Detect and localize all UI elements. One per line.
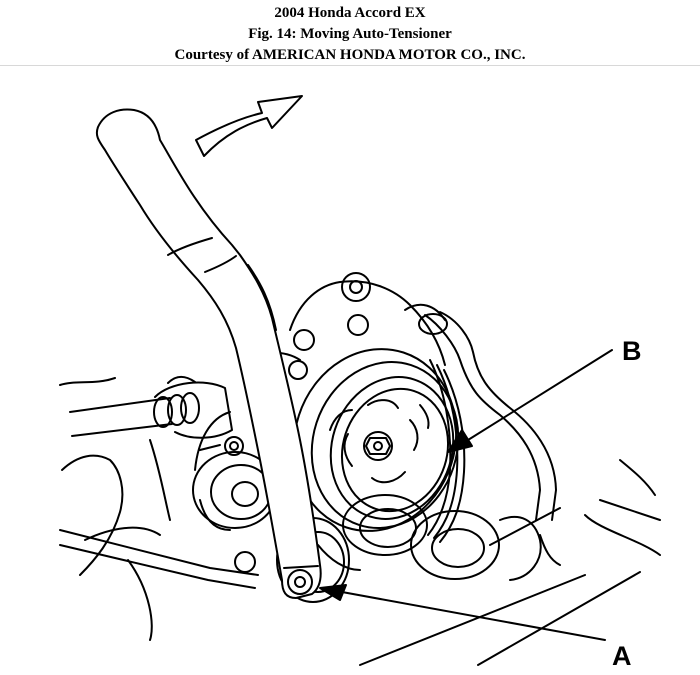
header-divider <box>0 65 700 66</box>
callout-label-b: B <box>622 336 642 366</box>
drive-belt <box>317 359 466 571</box>
rotation-arrow-icon <box>195 95 303 157</box>
figure-caption: Fig. 14: Moving Auto-Tensioner <box>248 26 452 42</box>
callout-label-a: A <box>612 641 632 671</box>
callout-leader-b <box>447 349 613 453</box>
main-pulley <box>292 348 460 532</box>
caption-header: 2004 Honda Accord EX Fig. 14: Moving Aut… <box>0 0 700 66</box>
pump-body <box>239 272 446 380</box>
auto-tensioner-illustration: A B <box>59 95 661 671</box>
engine-background <box>59 377 661 666</box>
lower-pulleys <box>342 494 542 581</box>
coolant-hose <box>69 375 233 439</box>
vehicle-title: 2004 Honda Accord EX <box>274 5 426 21</box>
callout-leader-a <box>319 584 606 641</box>
courtesy-line: Courtesy of AMERICAN HONDA MOTOR CO., IN… <box>174 47 526 63</box>
breaker-bar <box>95 108 322 599</box>
